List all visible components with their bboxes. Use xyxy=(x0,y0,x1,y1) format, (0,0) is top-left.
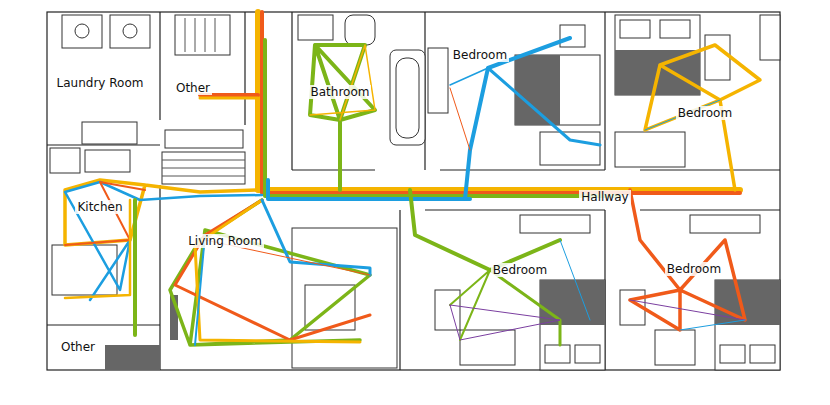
room-region: Hallway xyxy=(400,170,780,210)
room-label: Hallway xyxy=(579,190,630,204)
room-region: Bedroom xyxy=(425,210,605,370)
room-region: Other xyxy=(160,12,245,125)
room-label: Bedroom xyxy=(665,262,723,276)
room-region: Bedroom xyxy=(605,210,780,370)
room-region: Other xyxy=(47,325,105,370)
room-label: Living Room xyxy=(186,234,264,248)
room-label: Other xyxy=(59,340,97,354)
room-label: Bathroom xyxy=(309,85,372,99)
room-label: Bedroom xyxy=(491,263,549,277)
room-label: Laundry Room xyxy=(55,76,146,90)
room-region: Kitchen xyxy=(47,145,160,325)
room-region: Laundry Room xyxy=(47,12,160,145)
room-region: Bedroom xyxy=(425,12,605,170)
room-region: Bedroom xyxy=(605,12,780,170)
room-label: Other xyxy=(174,81,212,95)
room-label: Bedroom xyxy=(676,106,734,120)
room-region: Bathroom xyxy=(292,12,392,170)
room-region: Living Room xyxy=(160,200,400,370)
room-label: Bedroom xyxy=(451,48,509,62)
room-label: Kitchen xyxy=(75,200,124,214)
